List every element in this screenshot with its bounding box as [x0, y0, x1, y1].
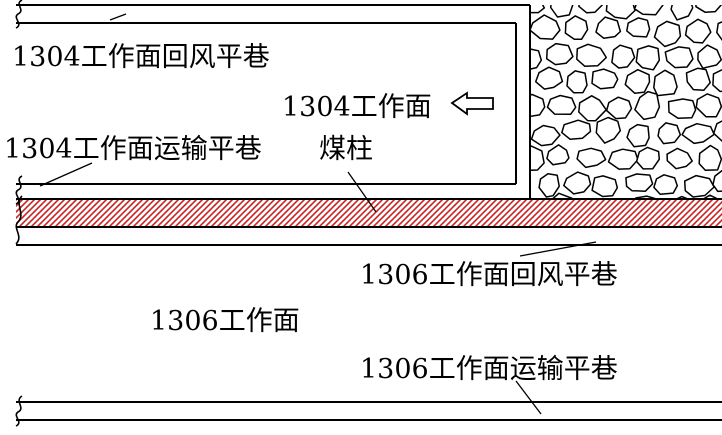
rock-fragment	[489, 0, 512, 15]
rock-fragment	[566, 70, 588, 94]
goaf-area	[484, 0, 722, 198]
rock-fragment	[681, 122, 715, 145]
rock-fragment	[676, 195, 688, 198]
rock-fragment	[712, 120, 722, 143]
label-1306-return-roadway: 1306工作面回风平巷	[360, 260, 618, 291]
rock-fragment	[625, 173, 654, 192]
label-1304-haulage-roadway: 1304工作面运输平巷	[4, 134, 262, 165]
label-coal-pillar: 煤柱	[319, 134, 373, 165]
rock-fragment	[667, 98, 697, 119]
rock-fragment	[685, 67, 711, 92]
rock-fragment	[683, 174, 715, 198]
rock-fragment	[624, 68, 651, 95]
rock-fragment	[591, 175, 619, 198]
rock-fragment	[576, 147, 607, 169]
rock-fragment	[712, 169, 722, 193]
rock-fragment	[578, 95, 607, 122]
rock-fragment	[487, 146, 509, 168]
rock-fragment	[552, 192, 573, 198]
rock-fragment	[546, 144, 570, 166]
rock-fragment	[670, 5, 694, 21]
rock-fragment	[605, 96, 633, 120]
rock-fragment	[578, 5, 604, 14]
rock-fragment	[484, 45, 510, 65]
rock-fragment	[502, 69, 528, 93]
rock-fragment	[697, 44, 722, 69]
rock-fragment	[591, 68, 619, 90]
rock-fragment	[546, 94, 577, 115]
coal-pillar-band	[16, 198, 722, 228]
rock-fragment	[653, 69, 678, 97]
rock-fragment	[703, 194, 718, 198]
rock-fragment	[531, 145, 545, 171]
rock-fragment	[664, 46, 694, 69]
rock-fragment	[576, 43, 608, 67]
rock-fragment	[695, 93, 722, 118]
rock-fragment	[653, 174, 679, 196]
rock-fragment	[500, 125, 528, 144]
rock-fragment	[626, 123, 650, 148]
rock-fragment	[633, 5, 664, 16]
rock-fragment	[545, 42, 574, 66]
rock-fragment	[605, 5, 636, 20]
rock-fragment	[698, 144, 722, 171]
rock-fragment	[531, 124, 561, 147]
rock-fragment	[531, 5, 546, 14]
rock-fragment	[595, 16, 622, 39]
rock-fragment	[716, 21, 722, 41]
rock-fragment	[561, 119, 592, 141]
rock-fragment	[503, 171, 527, 193]
rock-fragment	[657, 122, 682, 145]
rock-fragment	[564, 15, 589, 41]
rock-fragment	[549, 5, 574, 18]
rock-fragment	[595, 116, 622, 144]
rock-fragment	[563, 171, 592, 195]
ws1306-haulage-roadway-lines	[16, 401, 722, 421]
hollow-left-arrow-icon	[450, 91, 494, 116]
ws1304-outline	[16, 4, 531, 199]
rock-fragment	[538, 173, 560, 198]
rock-fragment	[534, 66, 564, 90]
rock-fragment	[634, 195, 656, 198]
rock-fragment	[531, 48, 543, 70]
break-line-icon	[15, 0, 23, 427]
rock-fragment	[666, 147, 693, 170]
rock-fragment	[684, 18, 712, 44]
rock-fragment	[634, 90, 661, 121]
rock-fragment	[607, 148, 639, 170]
rock-fragment	[531, 93, 546, 118]
rock-fragment	[635, 146, 661, 170]
leader-lines	[39, 13, 597, 415]
label-1304-return-roadway: 1304工作面回风平巷	[12, 42, 270, 73]
rock-fragment	[635, 45, 661, 71]
label-1304-workface: 1304工作面	[282, 92, 432, 123]
rock-fragment	[695, 5, 722, 13]
label-1306-haulage-roadway: 1306工作面运输平巷	[360, 354, 618, 385]
label-1306-workface: 1306工作面	[150, 306, 300, 337]
rock-fragment	[611, 44, 636, 69]
rock-fragment	[531, 14, 561, 40]
rock-fragment	[653, 20, 682, 48]
rock-fragment	[626, 17, 651, 38]
rock-fragment	[712, 68, 722, 93]
